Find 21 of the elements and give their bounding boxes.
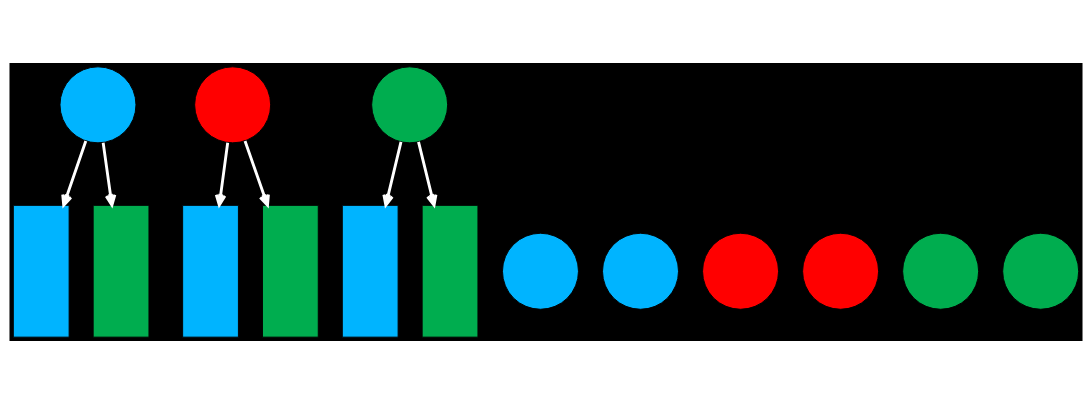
node-circle (59, 66, 137, 144)
arrow (214, 142, 230, 207)
node-circle (194, 66, 272, 144)
arrow (101, 142, 117, 207)
node-bar (92, 204, 150, 338)
arrow (61, 140, 88, 207)
node-circle (502, 232, 579, 310)
node-bar (182, 204, 239, 338)
arrow (243, 140, 270, 207)
node-circle (702, 232, 780, 310)
node-circle (902, 232, 980, 310)
arrow (382, 141, 403, 207)
node-bar (341, 204, 399, 338)
node-circle (602, 232, 679, 310)
node-bar (421, 204, 479, 338)
node-circle (802, 232, 880, 310)
node-bar (12, 204, 70, 338)
node-circle (371, 66, 449, 144)
node-circle (1002, 232, 1080, 310)
node-bar (262, 204, 319, 338)
arrow (417, 141, 438, 207)
